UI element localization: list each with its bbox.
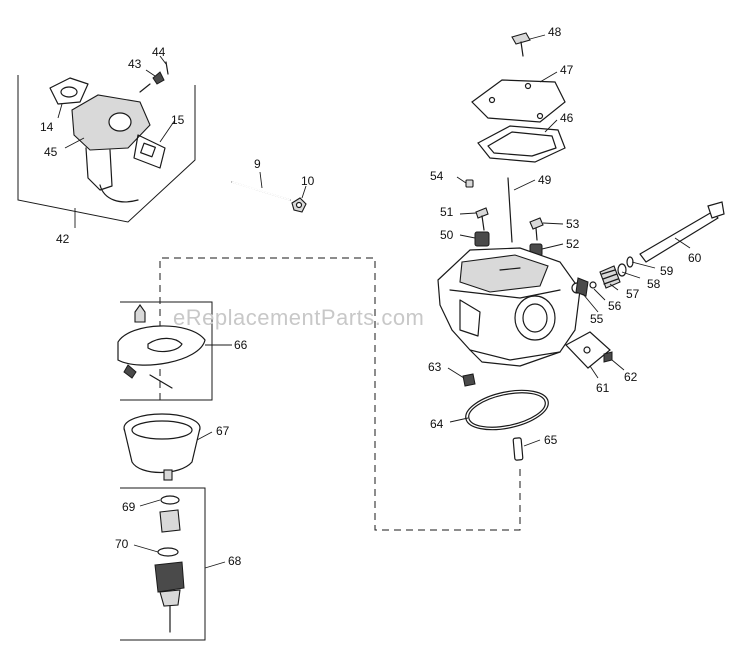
callout-14: 14	[40, 120, 54, 134]
callout-45: 45	[44, 145, 58, 159]
callout-47: 47	[560, 63, 574, 77]
callout-59: 59	[660, 264, 674, 278]
callout-42: 42	[56, 232, 70, 246]
callout-15: 15	[171, 113, 185, 127]
callout-60: 60	[688, 251, 702, 265]
callout-43: 43	[128, 57, 142, 71]
callout-70: 70	[115, 537, 129, 551]
callout-56: 56	[608, 299, 622, 313]
fuel-solenoid	[154, 495, 185, 633]
callout-63: 63	[428, 360, 442, 374]
callout-64: 64	[430, 417, 444, 431]
fuel-bowl	[123, 413, 201, 481]
callout-48: 48	[548, 25, 562, 39]
callout-10: 10	[301, 174, 315, 188]
carburetor-assembly-inset	[17, 61, 196, 228]
float	[117, 304, 206, 389]
callout-57: 57	[626, 287, 640, 301]
bowl-o-ring	[465, 389, 549, 431]
choke-plate	[565, 331, 611, 369]
callout-66: 66	[234, 338, 248, 352]
throttle-shaft-parts	[571, 201, 725, 297]
callout-46: 46	[560, 111, 574, 125]
callout-54: 54	[430, 169, 444, 183]
callout-51: 51	[440, 205, 454, 219]
callout-52: 52	[566, 237, 580, 251]
stud-and-nut	[231, 181, 307, 213]
callout-67: 67	[216, 424, 230, 438]
callout-55: 55	[590, 312, 604, 326]
watermark-text: eReplacementParts.com	[173, 305, 424, 330]
callout-50: 50	[440, 228, 454, 242]
callout-49: 49	[538, 173, 552, 187]
callout-62: 62	[624, 370, 638, 384]
callout-53: 53	[566, 217, 580, 231]
cover-screw	[511, 32, 531, 57]
callout-68: 68	[228, 554, 242, 568]
callout-61: 61	[596, 381, 610, 395]
callout-58: 58	[647, 277, 661, 291]
callout-69: 69	[122, 500, 136, 514]
callout-9: 9	[254, 157, 261, 171]
callout-44: 44	[152, 45, 166, 59]
cover-plate	[471, 79, 566, 123]
float-pin	[512, 437, 524, 461]
carburetor-body	[437, 247, 581, 367]
callout-65: 65	[544, 433, 558, 447]
